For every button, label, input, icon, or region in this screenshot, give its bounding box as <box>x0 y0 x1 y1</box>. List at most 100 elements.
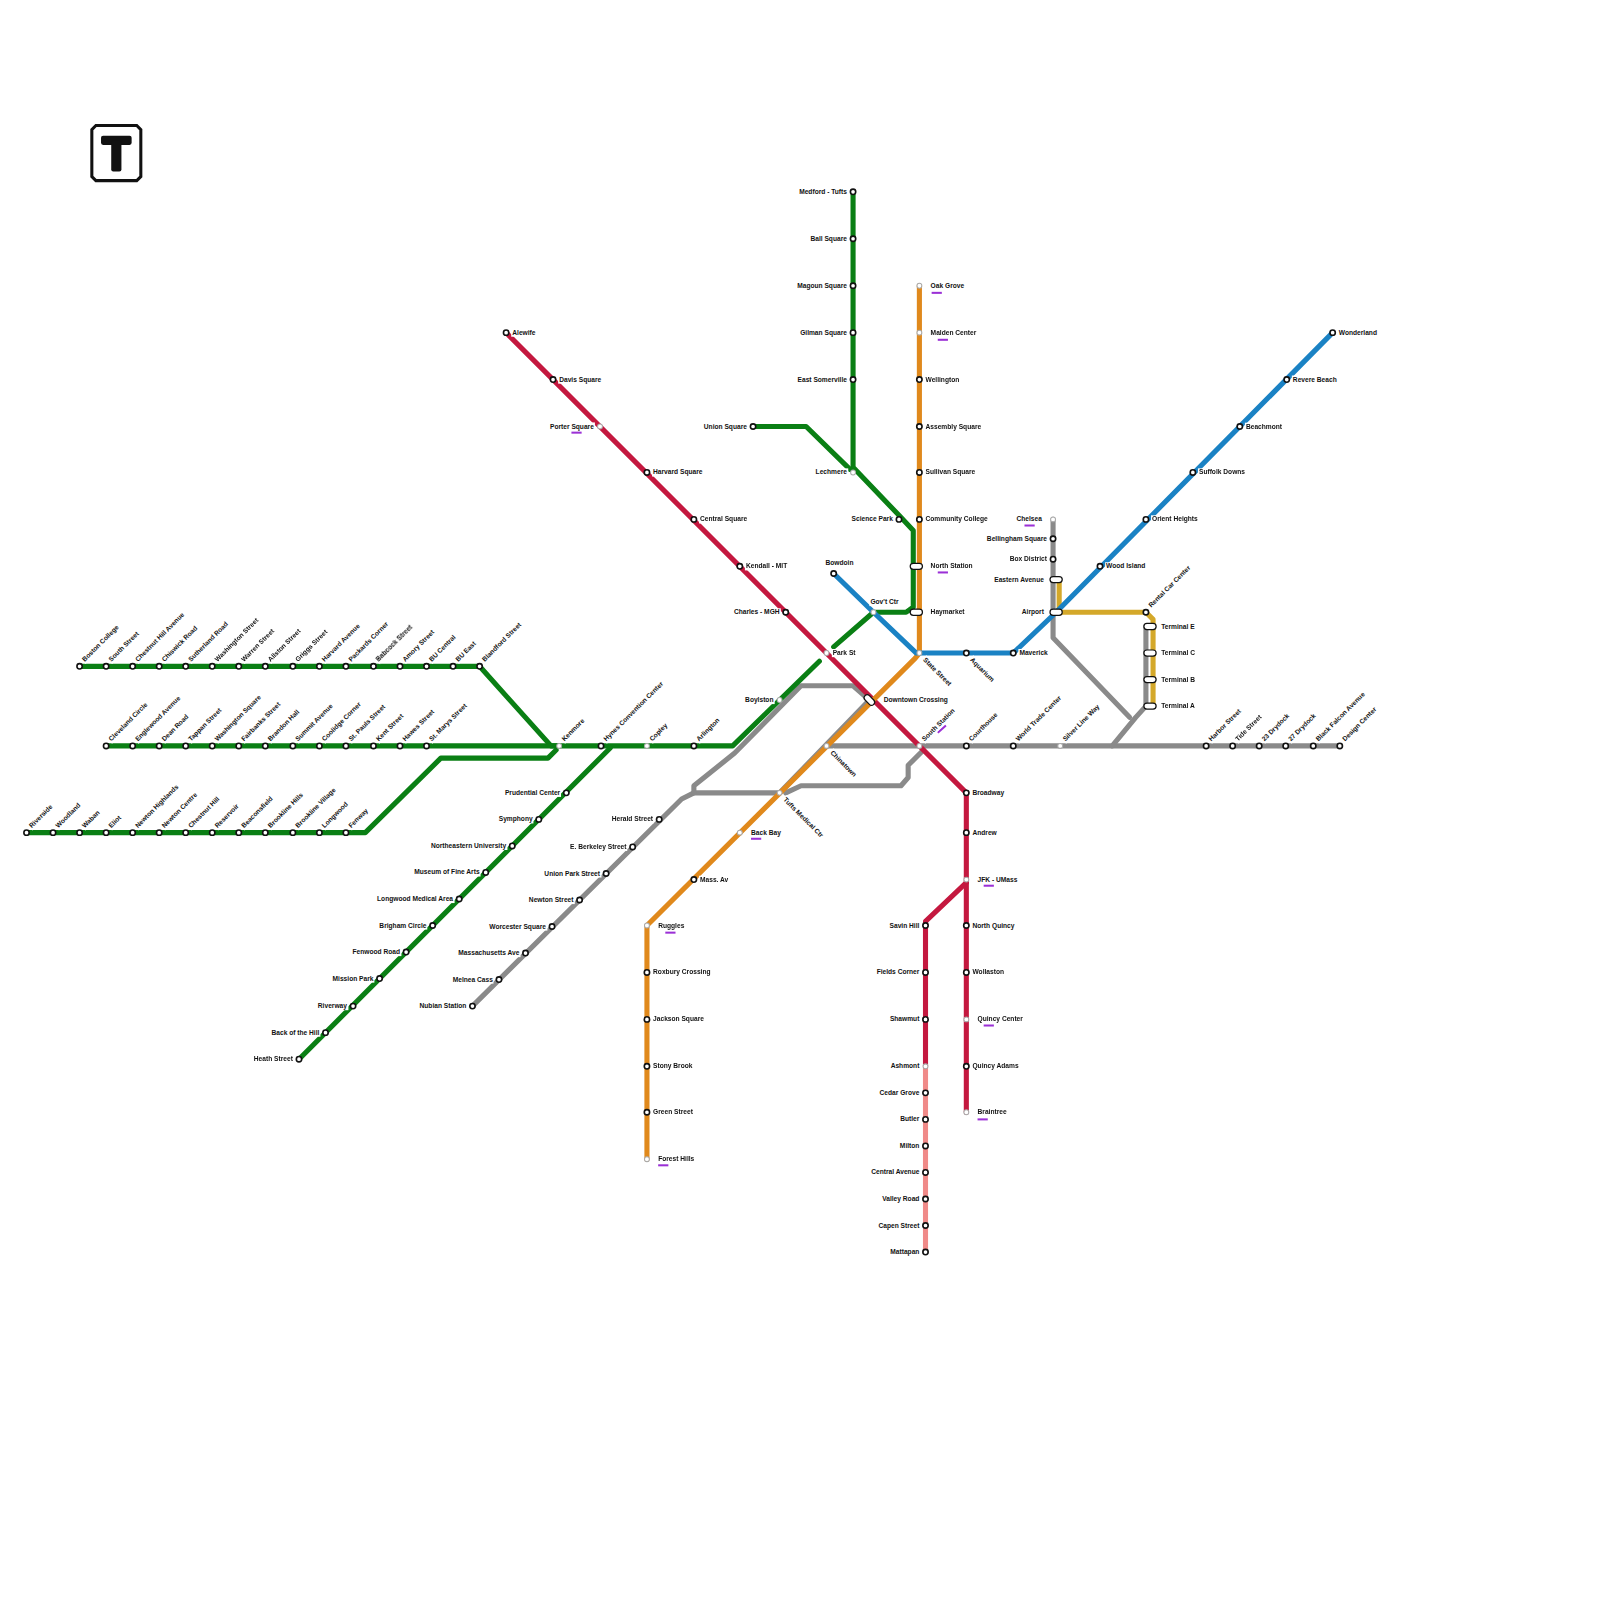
station-dot <box>923 1170 928 1175</box>
station-dot <box>317 830 322 835</box>
station-label: Northeastern University <box>430 842 507 850</box>
blue-line <box>834 333 1333 653</box>
station-label: Capen Street <box>877 1221 920 1229</box>
station-label: Terminal E <box>1160 622 1195 630</box>
station-dot <box>550 377 555 382</box>
station-dot <box>1237 424 1242 429</box>
station-dot <box>323 1030 328 1035</box>
station-dot <box>24 830 29 835</box>
station-label: Herald Street <box>611 815 654 823</box>
station-label: Boylston <box>744 696 774 704</box>
station-dot <box>923 1117 928 1122</box>
station-dot <box>896 517 901 522</box>
station-dot <box>1284 377 1289 382</box>
commuter-rail-tick <box>984 885 994 887</box>
station-label: South Station <box>920 706 958 744</box>
station-dot <box>424 664 429 669</box>
station-dot <box>343 743 348 748</box>
station-dot <box>964 970 969 975</box>
station-dot <box>1203 743 1208 748</box>
station-dot <box>923 1143 928 1148</box>
station-label: Assembly Square <box>924 422 982 430</box>
station-label: Airport <box>1021 608 1045 616</box>
station-label: Jackson Square <box>652 1015 705 1023</box>
station-label: Newton Highlands <box>133 782 181 830</box>
station-dot <box>510 843 515 848</box>
station-label: Magoun Square <box>796 282 848 290</box>
station-dot <box>210 664 215 669</box>
station-dot <box>77 664 82 669</box>
station-dot <box>644 1017 649 1022</box>
station-label: State Street <box>921 655 954 688</box>
station-dot <box>603 871 608 876</box>
transfer-dot <box>964 1110 969 1115</box>
station-label: Cedar Grove <box>879 1089 921 1097</box>
interchange-pill <box>1050 577 1062 583</box>
orange-line <box>647 286 919 1159</box>
station-dot <box>1311 743 1316 748</box>
station-label: Prudential Center <box>504 789 561 797</box>
red-line <box>926 883 967 1067</box>
station-label: Andrew <box>971 829 997 837</box>
station-dot <box>50 830 55 835</box>
interchange-pill <box>910 563 922 569</box>
station-label: East Somerville <box>797 376 848 384</box>
station-label: Broadway <box>971 789 1005 797</box>
station-dot <box>657 817 662 822</box>
interchange-pill <box>910 609 922 615</box>
station-label: Back Bay <box>750 829 782 837</box>
station-dot <box>1283 743 1288 748</box>
commuter-rail-tick <box>932 292 942 294</box>
station-dot <box>917 470 922 475</box>
station-label: Green Street <box>652 1108 694 1116</box>
station-dot <box>964 923 969 928</box>
transfer-dot <box>851 470 856 475</box>
station-label: Davis Square <box>558 376 602 384</box>
station-label: Aquarium <box>968 655 997 684</box>
station-dot <box>691 517 696 522</box>
transfer-dot <box>923 1064 928 1069</box>
station-dot <box>236 830 241 835</box>
station-label: Porter Square <box>549 422 595 430</box>
station-dot <box>964 1064 969 1069</box>
station-label: Massachusetts Ave <box>457 949 520 957</box>
station-label: Revere Beach <box>1292 376 1338 384</box>
station-dot <box>917 517 922 522</box>
station-dot <box>470 1003 475 1008</box>
station-label: Museum of Fine Arts <box>413 868 480 876</box>
station-label: Science Park <box>851 515 894 523</box>
transfer-dot <box>871 610 876 615</box>
station-dot <box>371 664 376 669</box>
station-label: Symphony <box>498 815 534 823</box>
station-dot <box>644 470 649 475</box>
station-dot <box>923 1249 928 1254</box>
station-label: Longwood Medical Area <box>376 895 454 903</box>
station-label: Eliot <box>106 813 123 830</box>
commuter-rail-tick <box>658 1164 668 1166</box>
station-dot <box>377 976 382 981</box>
station-label: Central Square <box>699 515 748 523</box>
station-label: Ruggles <box>657 921 685 929</box>
station-label: Park St <box>832 649 857 657</box>
station-dot <box>964 830 969 835</box>
station-dot <box>536 817 541 822</box>
transfer-dot <box>644 743 649 748</box>
station-dot <box>923 1223 928 1228</box>
station-dot <box>103 664 108 669</box>
station-dot <box>923 1196 928 1201</box>
station-dot <box>290 743 295 748</box>
station-dot <box>343 664 348 669</box>
station-dot <box>1050 536 1055 541</box>
station-dot <box>496 977 501 982</box>
station-dot <box>850 377 855 382</box>
station-dot <box>1011 650 1016 655</box>
station-dot <box>236 743 241 748</box>
station-label: Riverside <box>27 802 55 830</box>
station-label: Englewood Avenue <box>133 694 183 744</box>
logo-frame <box>92 126 141 181</box>
station-dot <box>343 830 348 835</box>
station-label: Washington Square <box>212 693 263 744</box>
station-dot <box>783 610 788 615</box>
station-dot <box>397 664 402 669</box>
